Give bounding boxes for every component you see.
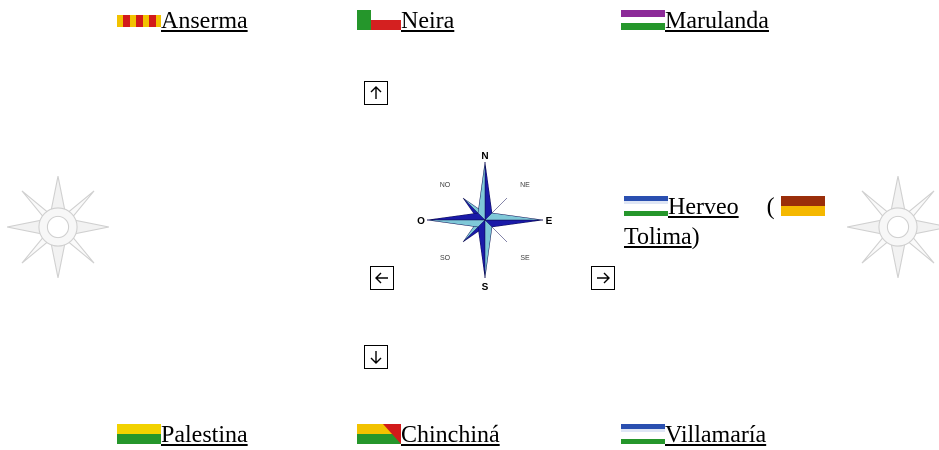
compass-label-no: NO bbox=[440, 182, 451, 189]
neighbor-northwest: Anserma bbox=[117, 6, 248, 36]
compass-label-so: SO bbox=[440, 255, 451, 262]
neira-flag-icon bbox=[357, 10, 401, 30]
link-villamaria[interactable]: Villamaría bbox=[665, 422, 767, 448]
arrow-right-icon bbox=[597, 272, 610, 284]
neighbor-south: Chinchiná bbox=[357, 420, 500, 450]
paren-open: ( bbox=[766, 194, 775, 220]
compass-rose-icon: N S E O NE SE SO NO bbox=[417, 151, 553, 293]
palestina-flag-icon bbox=[117, 424, 161, 444]
compass-label-o: O bbox=[417, 216, 425, 227]
link-palestina[interactable]: Palestina bbox=[161, 422, 248, 448]
north-arrow-button[interactable] bbox=[364, 81, 388, 105]
west-arrow-button[interactable] bbox=[370, 266, 394, 290]
east-arrow-button[interactable] bbox=[591, 266, 615, 290]
arrow-left-icon bbox=[375, 272, 388, 284]
villamaria-flag-icon bbox=[621, 424, 665, 444]
paren-close: ) bbox=[691, 224, 700, 250]
tolima-flag-icon bbox=[780, 196, 825, 216]
link-tolima[interactable]: Tolima bbox=[624, 224, 692, 250]
compass-label-ne: NE bbox=[520, 182, 530, 189]
neighbor-southwest: Palestina bbox=[117, 420, 248, 450]
chinchina-flag-icon bbox=[357, 424, 401, 444]
link-marulanda[interactable]: Marulanda bbox=[665, 8, 769, 34]
compass-label-se: SE bbox=[520, 255, 530, 262]
arrow-up-icon bbox=[370, 86, 382, 99]
link-anserma[interactable]: Anserma bbox=[161, 8, 248, 34]
compass-label-e: E bbox=[546, 216, 553, 227]
link-chinchina[interactable]: Chinchiná bbox=[401, 422, 500, 448]
link-herveo[interactable]: Herveo bbox=[668, 194, 739, 220]
compass-label-s: S bbox=[482, 282, 489, 293]
neighbor-east: Herveo ( Tolima) bbox=[624, 192, 849, 252]
neighbor-north: Neira bbox=[357, 6, 454, 36]
anserma-flag-icon bbox=[117, 10, 161, 30]
marulanda-flag-icon bbox=[621, 10, 665, 30]
faded-compass-right-icon bbox=[847, 176, 939, 278]
neighbor-southeast: Villamaría bbox=[621, 420, 766, 450]
herveo-flag-icon bbox=[624, 196, 668, 216]
link-neira[interactable]: Neira bbox=[401, 8, 455, 34]
neighbor-northeast: Marulanda bbox=[621, 6, 769, 36]
south-arrow-button[interactable] bbox=[364, 345, 388, 369]
faded-compass-left-icon bbox=[7, 176, 109, 278]
arrow-down-icon bbox=[370, 351, 382, 364]
compass-label-n: N bbox=[481, 151, 488, 162]
